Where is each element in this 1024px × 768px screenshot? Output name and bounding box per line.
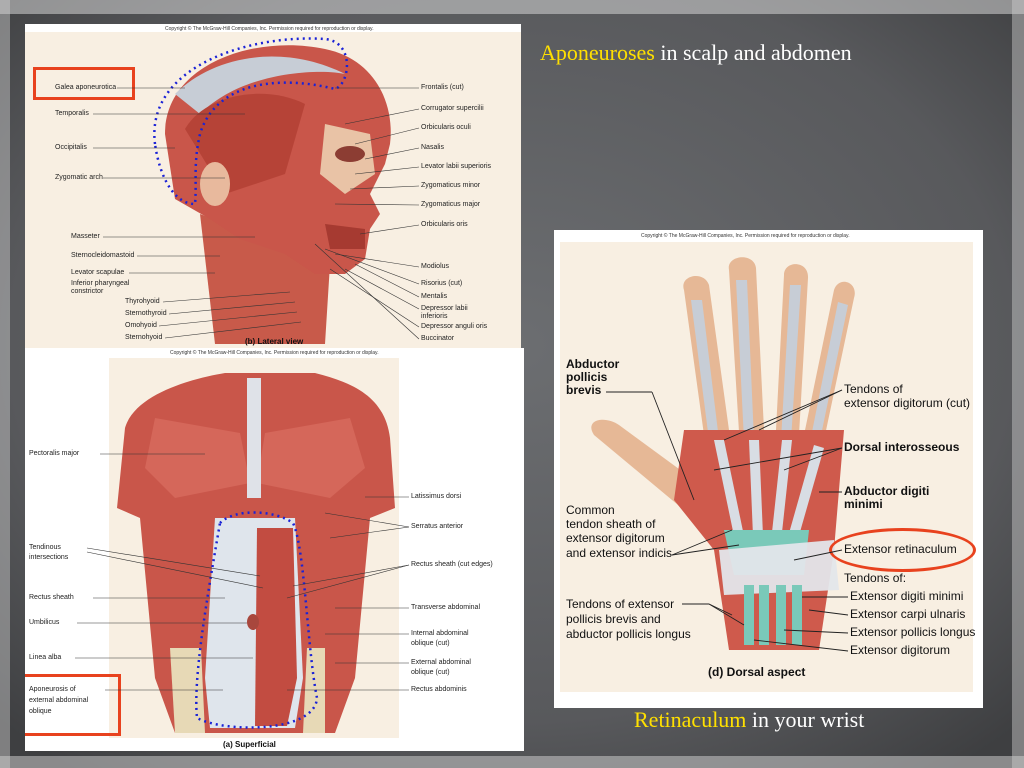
label-corrugator-supercilii: Corrugator supercilii (421, 105, 484, 112)
label-rectus-sheath-cut: Rectus sheath (cut edges) (411, 561, 493, 568)
label-zygomaticus-major: Zygomaticus major (421, 201, 481, 208)
label-serratus-anterior: Serratus anterior (411, 523, 464, 530)
label-extensor-retinaculum: Extensor retinaculum (844, 542, 957, 556)
label-depressor-anguli-oris: Depressor anguli oris (421, 323, 488, 330)
label-omohyoid: Omohyoid (125, 322, 157, 329)
torso-leader-lines (75, 453, 410, 691)
label-tendons-of-list: Tendons of: (844, 571, 907, 585)
hand-leader-lines (606, 389, 849, 652)
label-inferioris: inferioris (421, 313, 448, 320)
label-nasalis: Nasalis (421, 144, 444, 151)
label-masseter: Masseter (71, 233, 100, 240)
label-external-abdominal-right: External abdominal (411, 659, 471, 666)
label-frontalis: Frontalis (cut) (421, 84, 464, 91)
label-transverse-abdominal: Transverse abdominal (411, 604, 480, 611)
label-extensor-digitorum-right: Extensor digitorum (850, 643, 951, 657)
label-sternohyoid: Sternohyoid (125, 334, 163, 341)
label-pollicis: pollicis (566, 370, 608, 384)
label-latissimus-dorsi: Latissimus dorsi (411, 493, 462, 500)
label-dorsal-interosseous: Dorsal interosseous (844, 440, 960, 454)
label-abductor-digiti: Abductor digiti (844, 484, 930, 498)
abdomen-muscles-figure: Copyright © The McGraw-Hill Companies, I… (25, 348, 524, 751)
label-inferior-pharyngeal: Inferior pharyngeal (71, 280, 130, 287)
hand-illustration (560, 242, 973, 692)
label-sternothyroid: Sternothyroid (125, 310, 167, 317)
label-linea-alba: Linea alba (29, 654, 62, 661)
label-internal-oblique-cut: oblique (cut) (411, 640, 450, 647)
label-oblique: oblique (29, 708, 52, 715)
label-and-extensor-indicis: and extensor indicis (566, 546, 673, 560)
retinaculum-rest: in your wrist (746, 707, 865, 732)
head-caption: (b) Lateral view (245, 337, 304, 346)
label-orbicularis-oculi: Orbicularis oculi (421, 124, 471, 131)
galea-highlight-box (33, 67, 135, 100)
label-sternocleidomastoid: Sternocleidomastoid (71, 252, 135, 259)
label-minimi: minimi (844, 497, 883, 511)
label-modiolus: Modiolus (421, 263, 450, 270)
label-extensor-digiti-minimi: Extensor digiti minimi (850, 589, 964, 603)
label-thyrohyoid: Thyrohyoid (125, 298, 160, 305)
torso-copyright: Copyright © The McGraw-Hill Companies, I… (170, 350, 379, 356)
label-levator-scapulae: Levator scapulae (71, 269, 125, 276)
label-abductor: Abductor (566, 357, 620, 371)
label-zygomaticus-minor: Zygomaticus minor (421, 182, 481, 189)
hand-dorsal-figure: Copyright © The McGraw-Hill Companies, I… (554, 230, 983, 708)
label-rectus-sheath: Rectus sheath (29, 594, 74, 601)
label-extensor-pollicis-longus: Extensor pollicis longus (850, 625, 976, 639)
label-tendinous: Tendinous (29, 544, 61, 551)
label-pollicis-brevis-and: pollicis brevis and (566, 612, 661, 626)
label-internal-abdominal: Internal abdominal (411, 630, 469, 637)
label-umbilicus: Umbilicus (29, 619, 60, 626)
label-temporalis: Temporalis (55, 110, 89, 117)
label-pectoralis-major: Pectoralis major (29, 450, 80, 457)
label-tendon-sheath-of: tendon sheath of (566, 517, 656, 531)
label-common: Common (566, 503, 615, 517)
label-depressor-labii: Depressor labii (421, 305, 468, 312)
label-levator-labii-superioris: Levator labii superioris (421, 163, 492, 170)
aponeuroses-rest: in scalp and abdomen (654, 40, 852, 65)
head-muscles-figure: Copyright © The McGraw-Hill Companies, I… (25, 24, 521, 348)
aponeuroses-keyword: Aponeuroses (540, 40, 655, 65)
label-occipitalis: Occipitalis (55, 144, 87, 151)
label-galea-aponeurotica: Galea aponeurotica (55, 84, 117, 91)
label-external-abdominal: external abdominal (29, 697, 89, 704)
hand-caption: (d) Dorsal aspect (708, 665, 806, 679)
label-abductor-pollicis-longus: abductor pollicis longus (566, 627, 691, 641)
head-leader-lines (93, 87, 420, 340)
aponeuroses-caption: Aponeuroses in scalp and abdomen (540, 40, 852, 66)
label-aponeurosis-of: Aponeurosis of (29, 686, 76, 693)
head-illustration (25, 32, 521, 348)
torso-caption: (a) Superficial (223, 740, 276, 749)
label-zygomatic-arch: Zygomatic arch (55, 174, 103, 181)
retinaculum-caption: Retinaculum in your wrist (634, 707, 864, 733)
hand-copyright: Copyright © The McGraw-Hill Companies, I… (641, 233, 850, 239)
label-tendons-of-extensor: Tendons of extensor (566, 597, 675, 611)
retinaculum-highlight-oval (829, 528, 976, 572)
label-extensor-carpi-ulnaris: Extensor carpi ulnaris (850, 607, 966, 621)
head-copyright: Copyright © The McGraw-Hill Companies, I… (165, 26, 374, 32)
label-mentalis: Mentalis (421, 293, 448, 300)
label-risorius: Risorius (cut) (421, 280, 463, 287)
retinaculum-keyword: Retinaculum (634, 707, 747, 732)
label-buccinator: Buccinator (421, 335, 455, 342)
label-rectus-abdominis: Rectus abdominis (411, 686, 467, 693)
label-extensor-digitorum-cut: extensor digitorum (cut) (844, 396, 971, 410)
label-brevis: brevis (566, 383, 602, 397)
aponeurosis-highlight-box (25, 674, 121, 736)
label-external-oblique-cut: oblique (cut) (411, 669, 450, 676)
label-tendons-of: Tendons of (844, 382, 903, 396)
label-extensor-digitorum-left: extensor digitorum (566, 531, 665, 545)
torso-illustration (109, 358, 399, 738)
label-constrictor: constrictor (71, 288, 104, 295)
label-intersections: intersections (29, 554, 69, 561)
label-orbicularis-oris: Orbicularis oris (421, 221, 468, 228)
